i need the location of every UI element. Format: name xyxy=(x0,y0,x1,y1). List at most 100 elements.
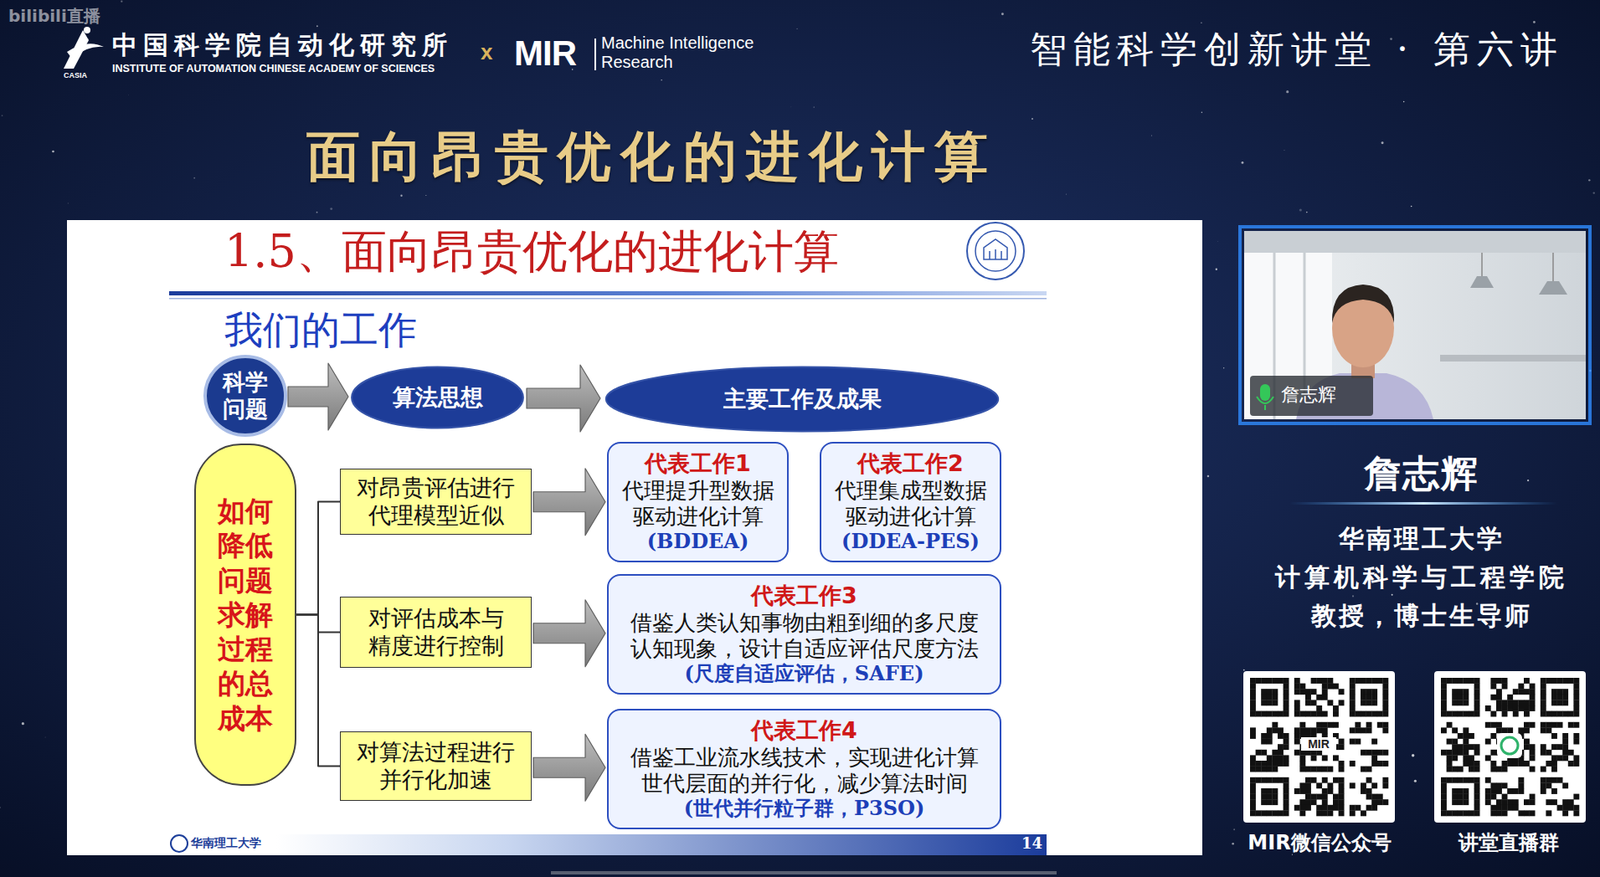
qr-module xyxy=(1551,755,1558,762)
qr-module xyxy=(1382,722,1389,729)
qr-module xyxy=(1462,744,1469,751)
qr-module xyxy=(1283,788,1290,795)
qr-module xyxy=(1557,678,1564,685)
qr-module xyxy=(1338,810,1345,817)
qr-module xyxy=(1529,722,1536,729)
progress-bar xyxy=(550,871,1057,875)
qr-module xyxy=(1299,711,1306,718)
goal-box: 如何降低问题求解过程的总成本 xyxy=(194,443,297,787)
qr-module xyxy=(1568,805,1575,812)
qr-module xyxy=(1451,711,1458,718)
qr-module xyxy=(1440,694,1447,701)
qr-module xyxy=(1440,699,1447,706)
qr-module xyxy=(1377,750,1384,757)
qr-module xyxy=(1349,694,1356,701)
qr-module xyxy=(1316,711,1323,718)
qr-module xyxy=(1545,782,1552,789)
qr-module xyxy=(1512,805,1519,812)
school-logo xyxy=(967,222,1024,280)
qr-module xyxy=(1517,810,1524,817)
qr-module xyxy=(1517,788,1524,795)
star xyxy=(316,211,319,214)
qr-module xyxy=(1573,694,1580,701)
idea-box: 对昂贵评估进行代理模型近似 xyxy=(339,468,532,536)
qr-module xyxy=(1440,805,1447,812)
qr-module xyxy=(1440,684,1447,690)
ellipse-outline xyxy=(205,356,286,436)
qr-module xyxy=(1299,766,1306,773)
star xyxy=(1414,780,1417,783)
qr-module xyxy=(1451,777,1458,784)
qr-module xyxy=(1502,761,1508,767)
qr-module xyxy=(1260,761,1267,767)
qr-module xyxy=(1490,678,1497,685)
qr-module xyxy=(1440,711,1447,718)
qr-module xyxy=(1457,788,1464,795)
qr-module xyxy=(1299,727,1306,734)
qr-module xyxy=(1545,711,1552,718)
qr-module xyxy=(1517,684,1524,690)
qr-module xyxy=(1354,678,1361,685)
qr-module xyxy=(1440,727,1447,734)
qr-module xyxy=(1349,761,1356,767)
qr-module xyxy=(1512,711,1519,718)
qr-module xyxy=(1446,722,1453,729)
qr-module xyxy=(1523,705,1530,712)
star xyxy=(1286,90,1289,93)
qr-module xyxy=(1382,799,1389,806)
qr-module xyxy=(1250,733,1256,740)
star xyxy=(329,207,333,211)
qr-module xyxy=(1568,722,1575,729)
qr-module xyxy=(1277,777,1284,784)
qr-module xyxy=(1496,678,1503,685)
qr-module xyxy=(1294,699,1301,706)
logo-divider xyxy=(594,38,597,71)
qr-module xyxy=(1451,694,1458,701)
qr-module xyxy=(1360,689,1367,695)
qr-module xyxy=(1446,750,1453,757)
qr-module xyxy=(1366,750,1373,757)
qr-module xyxy=(1502,810,1508,817)
qr-module xyxy=(1545,727,1552,734)
qr-module xyxy=(1557,722,1564,729)
qr-module xyxy=(1322,689,1328,695)
qr-module xyxy=(1305,711,1312,718)
qr-module xyxy=(1496,722,1503,729)
qr-module xyxy=(1266,788,1273,795)
qr-module xyxy=(1271,750,1278,757)
idea-ellipse: 算法思想 xyxy=(349,365,525,430)
qr-module xyxy=(1338,799,1345,806)
work-box: 代表工作1代理提升型数据驱动进化计算(BDDEA) xyxy=(607,442,789,563)
qr-module xyxy=(1502,805,1508,812)
footer-bar xyxy=(276,834,1047,856)
speaker-title: 教授，博士生导师 xyxy=(1254,601,1590,632)
qr-module xyxy=(1523,711,1530,718)
school-logo xyxy=(975,231,1016,272)
node-note: (世代并行粒子群，P3SO) xyxy=(684,797,926,822)
qr-module xyxy=(1568,761,1575,767)
qr-module xyxy=(1360,727,1367,734)
qr-code xyxy=(1243,671,1395,824)
qr-badge xyxy=(1497,733,1523,759)
qr-module xyxy=(1490,766,1497,773)
qr-module xyxy=(1260,699,1267,706)
qr-module xyxy=(1551,694,1558,701)
qr-module xyxy=(1551,761,1558,767)
qr-module xyxy=(1462,755,1469,762)
node-heading: 代表工作2 xyxy=(857,450,964,478)
qr-module xyxy=(1371,739,1378,746)
qr-module xyxy=(1271,794,1278,801)
qr-module xyxy=(1349,805,1356,812)
qr-module xyxy=(1573,755,1580,762)
qr-module xyxy=(1283,739,1290,746)
star xyxy=(813,106,815,108)
qr-module xyxy=(1502,782,1508,789)
qr-module xyxy=(1551,678,1558,685)
qr-module xyxy=(1490,722,1497,729)
footer-logo xyxy=(170,835,188,853)
node-body: 借鉴工业流水线技术，实现进化计算世代层面的并行化，减少算法时间 xyxy=(625,745,983,798)
star xyxy=(1215,268,1218,271)
watermark: bilibili直播 xyxy=(8,6,101,26)
qr-module xyxy=(1349,678,1356,685)
qr-module xyxy=(1283,705,1290,712)
